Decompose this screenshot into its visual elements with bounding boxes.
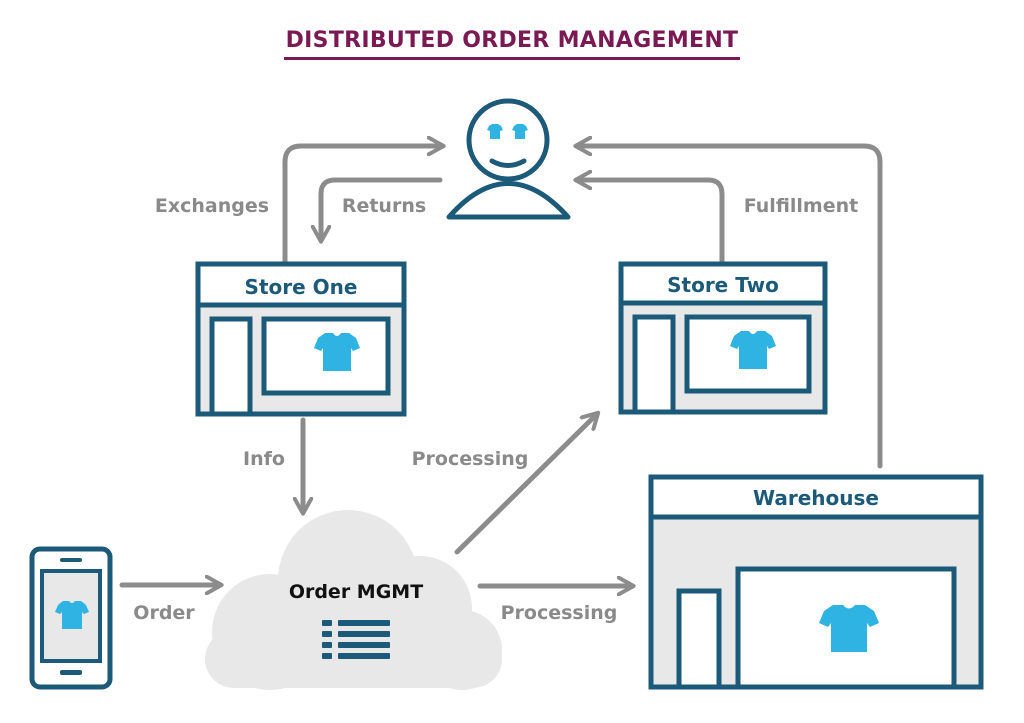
processing-store-two-label: Processing: [412, 448, 529, 470]
exchanges-arrow: [282, 146, 442, 265]
fulfillment-warehouse-arrow: [577, 146, 883, 469]
returns-label: Returns: [342, 195, 426, 217]
returns-arrow: [321, 177, 443, 240]
processing-store-two-arrow: [454, 414, 597, 555]
page-title: DISTRIBUTED ORDER MANAGEMENT: [0, 28, 1024, 60]
exchanges-label: Exchanges: [155, 195, 269, 217]
list-icon: [322, 620, 390, 659]
fulfillment-store-two-arrow: [577, 180, 725, 265]
processing-warehouse-label: Processing: [501, 602, 618, 624]
fulfillment-label: Fulfillment: [744, 195, 858, 217]
store-one-label: Store One: [245, 275, 358, 299]
warehouse-building: [648, 474, 984, 690]
tshirt-icon: [55, 601, 89, 629]
warehouse-label: Warehouse: [753, 486, 879, 510]
order-label: Order: [133, 602, 195, 624]
customer-eye-shirt-icons: [487, 124, 528, 139]
customer-icon: [446, 98, 571, 220]
tshirt-icon: [314, 333, 360, 371]
order-mgmt-label: Order MGMT: [289, 581, 423, 603]
info-label: Info: [243, 448, 285, 470]
cloud-icon: [205, 510, 502, 690]
smartphone-icon: [29, 546, 113, 690]
store-one-building: [195, 261, 407, 417]
tshirt-icon: [730, 331, 776, 369]
store-two-label: Store Two: [667, 273, 779, 297]
page-title-text: DISTRIBUTED ORDER MANAGEMENT: [283, 28, 741, 60]
store-two-building: [618, 261, 828, 415]
tshirt-icon: [819, 605, 879, 652]
